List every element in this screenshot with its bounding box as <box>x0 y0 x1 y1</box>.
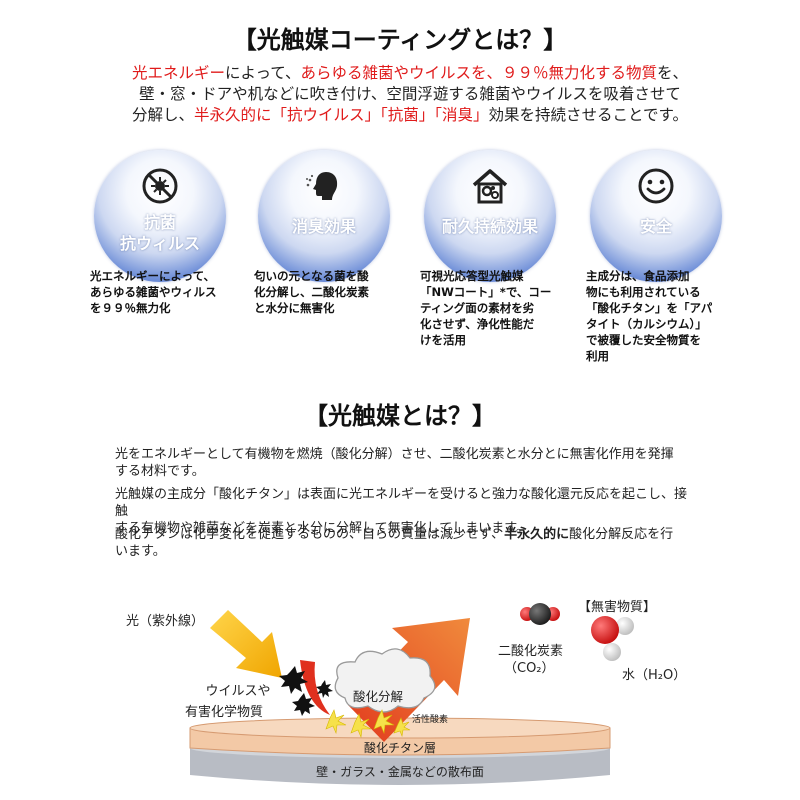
feature-circle: 耐久持続効果 <box>424 150 556 282</box>
desc-line: 「NWコート」*で、コー <box>420 285 552 299</box>
feature-circle: 抗菌 抗ウィルス <box>94 150 226 282</box>
spark-icons <box>325 709 411 739</box>
desc-line: 物にも利用されている <box>586 285 701 299</box>
active-oxygen-label: 活性酸素 <box>412 715 449 725</box>
para-line: する有機物や雑菌などを炭素と水分に分解して無害化してしまいます。 <box>115 521 529 536</box>
curved-red-arrow <box>300 660 330 715</box>
feature-label: 安全 <box>639 217 672 236</box>
feature-label: 耐久持続効果 <box>441 217 538 236</box>
feature-circle: 安全 <box>590 150 722 282</box>
desc-line: 「酸化チタン」を「アパ <box>586 301 713 315</box>
desc-line: けを活用 <box>420 333 466 347</box>
co2-formula-label: （CO₂） <box>504 661 555 676</box>
desc-line: ティング面の素材を劣 <box>420 301 535 315</box>
desc-line: 主成分は、食品添加 <box>586 269 690 283</box>
intro-light-energy: 光エネルギー <box>131 64 225 82</box>
intro-text: 分解し、 <box>131 106 194 124</box>
intro-text: 効果を持続させることです。 <box>488 106 689 124</box>
feature-description: 光エネルギーによって、 あらゆる雑菌やウィルス を９９％無力化 <box>90 268 240 316</box>
feature-label: 消臭効果 <box>291 217 356 236</box>
oxidation-cloud <box>334 648 436 713</box>
desc-line: タイト（カルシウム）」 <box>586 317 707 331</box>
co2-label: 二酸化炭素 <box>498 644 564 659</box>
feature-safety: 安全 主成分は、食品添加 物にも利用されている 「酸化チタン」を「アパ タイト（… <box>586 150 726 363</box>
para-line: 光触媒の主成分「酸化チタン」は表面に光エネルギーを受けると強力な酸化還元反応を起… <box>115 487 688 519</box>
feature-description: 主成分は、食品添加 物にも利用されている 「酸化チタン」を「アパ タイト（カルシ… <box>586 268 736 364</box>
photocatalyst-diagram <box>189 603 634 785</box>
feature-label: 抗ウィルス <box>119 234 200 253</box>
desc-line: 光エネルギーによって、 <box>90 269 216 283</box>
house-gear-icon <box>472 169 508 204</box>
intro-highlight: 半永久的に「抗ウイルス」「抗菌」「消臭」 <box>194 106 489 124</box>
feature-deodorize: 消臭効果 匂いの元となる菌を酸 化分解し、二酸化炭素 と水分に無害化 <box>254 150 394 315</box>
light-beam-arrow <box>210 610 282 678</box>
para-text: 酸化チタンは化学変化を促進するものの、自らの質量は減少せず、 <box>115 527 505 542</box>
feature-circle: 消臭効果 <box>258 150 390 282</box>
para-line: する材料です。 <box>115 464 205 479</box>
intro-highlight: あらゆる雑菌やウイルスを、９９％無力化する物質 <box>300 64 657 82</box>
intro-text: を、 <box>657 64 689 82</box>
feature-label: 抗菌 <box>143 213 176 232</box>
oxidation-label: 酸化分解 <box>353 689 404 704</box>
light-label: 光（紫外線） <box>126 614 205 629</box>
tio2-layer <box>189 717 611 756</box>
no-virus-icon <box>142 168 178 204</box>
desc-line: 利用 <box>586 349 609 363</box>
harmless-label: 【無害物質】 <box>578 600 657 615</box>
h2o-molecule-icon <box>591 616 634 661</box>
intro-paragraph: 光エネルギーによって、あらゆる雑菌やウイルスを、９９％無力化する物質を、 壁・窓… <box>120 63 700 126</box>
desc-line: 可視光応答型光触媒 <box>420 269 524 283</box>
virus-label-line: ウイルスや <box>205 684 271 699</box>
surface-label: 壁・ガラス・金属などの散布面 <box>316 765 484 779</box>
feature-description: 匂いの元となる菌を酸 化分解し、二酸化炭素 と水分に無害化 <box>254 268 404 316</box>
desc-line: 化させず、浄化性能だ <box>420 317 535 331</box>
para-line: います。 <box>115 544 166 559</box>
feature-durability: 耐久持続効果 可視光応答型光触媒 「NWコート」*で、コー ティング面の素材を劣… <box>420 150 560 347</box>
tio2-layer-label: 酸化チタン層 <box>363 741 436 755</box>
paragraph-3: 酸化チタンは化学変化を促進するものの、自らの質量は減少せず、半永久的に酸化分解反… <box>115 526 695 560</box>
water-label: 水（H₂O） <box>622 668 687 683</box>
desc-line: あらゆる雑菌やウィルス <box>90 285 217 299</box>
virus-particles <box>279 666 333 716</box>
virus-label: ウイルスや <box>193 683 283 700</box>
intro-text: によって、 <box>224 64 301 82</box>
para-bold: 半永久的に <box>504 527 570 542</box>
para-text: 酸化分解反応を行 <box>569 527 674 542</box>
deodorize-icon <box>306 172 338 200</box>
feature-antibacterial: 抗菌 抗ウィルス 光エネルギーによって、 あらゆる雑菌やウィルス を９９％無力化 <box>90 150 230 315</box>
desc-line: を９９％無力化 <box>90 301 171 315</box>
paragraph-2: 光触媒の主成分「酸化チタン」は表面に光エネルギーを受けると強力な酸化還元反応を起… <box>115 486 695 537</box>
desc-line: 匂いの元となる菌を酸 <box>254 269 369 283</box>
paragraph-1: 光をエネルギーとして有機物を燃焼（酸化分解）させ、二酸化炭素と水分とに無害化作用… <box>115 446 695 480</box>
feature-description: 可視光応答型光触媒 「NWコート」*で、コー ティング面の素材を劣 化させず、浄… <box>420 268 570 348</box>
virus-label-2: 有害化学物質 <box>185 705 264 720</box>
co2-molecule-icon <box>520 603 560 625</box>
desc-line: と水分に無害化 <box>254 301 335 315</box>
smile-icon <box>638 168 674 204</box>
desc-line: で被覆した安全物質を <box>586 333 701 347</box>
desc-line: 化分解し、二酸化炭素 <box>254 285 369 299</box>
intro-line-2: 壁・窓・ドアや机などに吹き付け、空間浮遊する雑菌やウイルスを吸着させて <box>139 85 681 103</box>
section-title-coating: 【光触媒コーティングとは？】 <box>232 26 568 54</box>
para-line: 光をエネルギーとして有機物を燃焼（酸化分解）させ、二酸化炭素と水分とに無害化作用… <box>115 447 674 462</box>
section-title-photocatalyst: 【光触媒とは？】 <box>304 402 496 430</box>
